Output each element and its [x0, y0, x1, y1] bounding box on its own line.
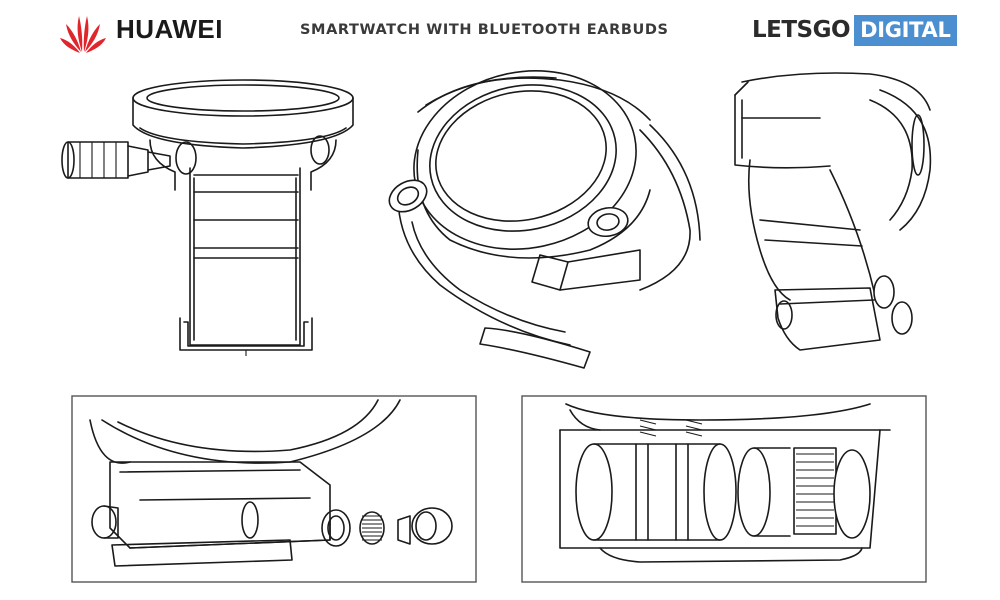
watch-perspective-view	[388, 70, 701, 369]
header: HUAWEI SMARTWATCH WITH BLUETOOTH EARBUDS…	[0, 0, 1000, 60]
watch-back-view	[734, 72, 932, 351]
detail-cutaway-view	[521, 395, 927, 583]
watch-side-view	[61, 79, 354, 356]
detail-exploded-view	[71, 395, 477, 583]
brand-digital: DIGITAL	[854, 14, 957, 46]
huawei-brand-name: HUAWEI	[116, 14, 223, 44]
letsgodigital-logo: LETSGO DIGITAL	[752, 14, 957, 46]
page-title: SMARTWATCH WITH BLUETOOTH EARBUDS	[300, 22, 669, 38]
brand-letsgo: LETSGO	[752, 17, 851, 43]
huawei-flower-logo	[60, 16, 106, 53]
